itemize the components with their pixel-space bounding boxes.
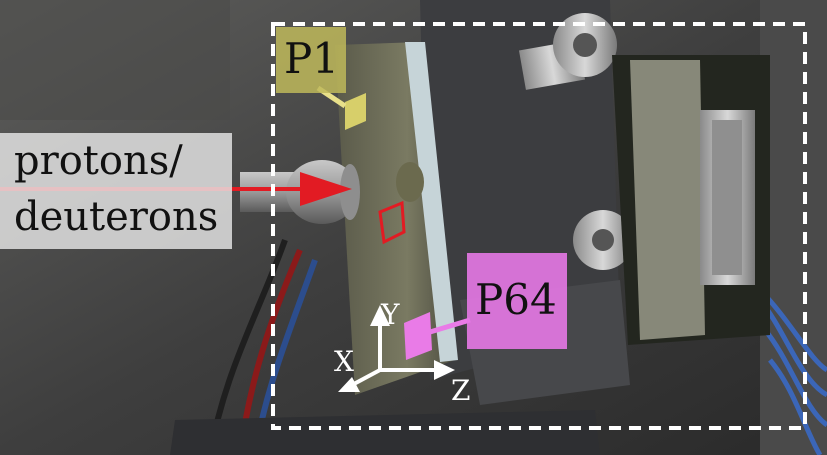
- p1-label: P1: [284, 34, 339, 83]
- p64-label-box: [467, 253, 567, 349]
- beam-label-line1: protons/: [14, 138, 183, 184]
- region-of-interest-frame: [271, 22, 807, 430]
- p1-pad-marker: [345, 93, 366, 130]
- p64-label: P64: [475, 275, 557, 324]
- plate-edge: [405, 42, 458, 362]
- target-marker: [378, 200, 406, 245]
- beam-label-box: [0, 133, 232, 249]
- screw-top: [518, 13, 617, 90]
- p64-leader: [429, 317, 471, 335]
- axes: [338, 305, 455, 392]
- base-rail: [170, 410, 600, 455]
- p1-label-box: [276, 27, 346, 93]
- screw-bottom: [573, 210, 633, 270]
- beam-label-line2: deuterons: [14, 194, 219, 240]
- z-axis-label: Z: [451, 374, 471, 407]
- x-axis-label: X: [334, 345, 354, 378]
- p64-pad-marker: [404, 312, 432, 360]
- y-axis-label: Y: [381, 298, 400, 331]
